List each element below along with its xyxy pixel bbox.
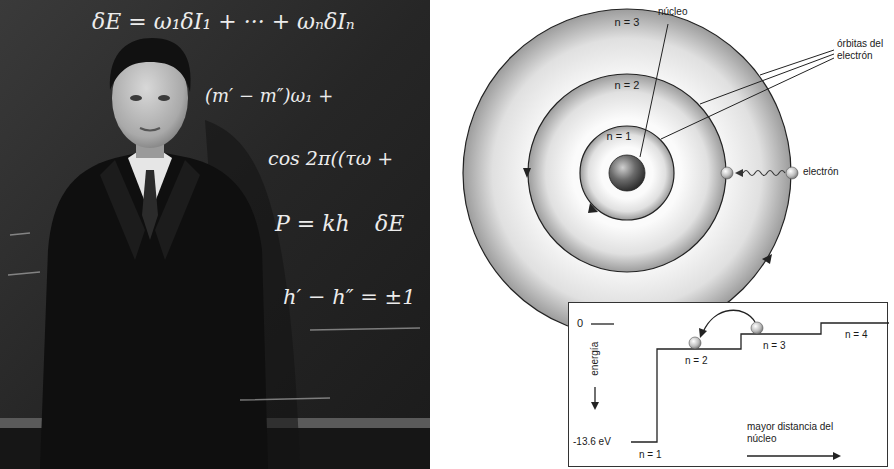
part-label: electrón [803,166,839,178]
chalk-equation: δE [375,212,404,236]
orbit-circle: n = 3 n = 2 n = 1 [462,8,792,338]
svg-path [703,310,755,332]
svg-line [760,50,834,75]
svg-circle [528,74,726,272]
svg-circle [786,167,798,179]
svg-path [591,323,614,324]
energy-label: n = 1 [639,449,662,461]
svg-path [8,233,420,400]
svg-polygon [762,254,772,264]
energy-panel: 0 energía -13.6 eV n = 1 n = 2 n = 3 n = 4 mayo… [568,302,888,467]
svg-polygon [588,203,598,213]
svg-polygon [699,328,707,338]
svg-path [155,160,200,260]
svg-line [640,24,668,157]
orbit-circle: n = 1 [579,125,675,221]
svg-polygon [735,169,743,177]
svg-path [743,171,785,176]
chalk-equation: cos 2π((τω + [268,148,393,169]
energy-label: 0 [577,317,583,330]
svg-path [110,38,191,92]
svg-line [661,58,834,139]
energy-label: mayor distancia del núcleo [747,421,847,444]
svg-circle [751,322,763,334]
energy-label: n = 2 [685,355,708,367]
chalk-equation: (m′ − m″)ω₁ + [205,86,333,106]
svg-circle [721,167,733,179]
svg-ellipse [130,95,142,101]
orbit-label: n = 3 [462,16,792,29]
chalk-equation: P = kh [275,212,350,236]
svg-circle [689,337,701,349]
svg-polygon [833,452,841,460]
svg-circle [463,9,791,337]
orbit-circle: n = 2 n = 1 [527,73,727,273]
svg-path [594,387,595,403]
energy-label: -13.6 eV [573,436,611,448]
svg-polygon [523,168,531,178]
svg-circle [609,155,645,191]
svg-path [100,160,145,260]
part-label: núcleo [658,6,687,18]
orbit-label: n = 1 [571,130,667,143]
bohr-photo [0,0,430,469]
orbit-label: n = 2 [527,79,727,92]
part-label: órbitas del electrón [837,38,891,61]
chalk-equation: δE = ω₁δI₁ + ··· + ωₙδIₙ [92,10,355,34]
energy-label: n = 3 [763,340,786,352]
svg-path [747,455,833,456]
chalk-equation: h′ − h″ = ±1 [283,286,416,309]
svg-polygon [591,402,599,410]
svg-path [40,150,268,469]
energy-levels [569,303,889,468]
svg-line [700,54,834,104]
energy-label: energía [589,337,601,381]
svg-ellipse [158,95,170,101]
svg-path [140,128,160,131]
svg-rect [0,0,430,469]
energy-label: n = 4 [845,329,868,341]
